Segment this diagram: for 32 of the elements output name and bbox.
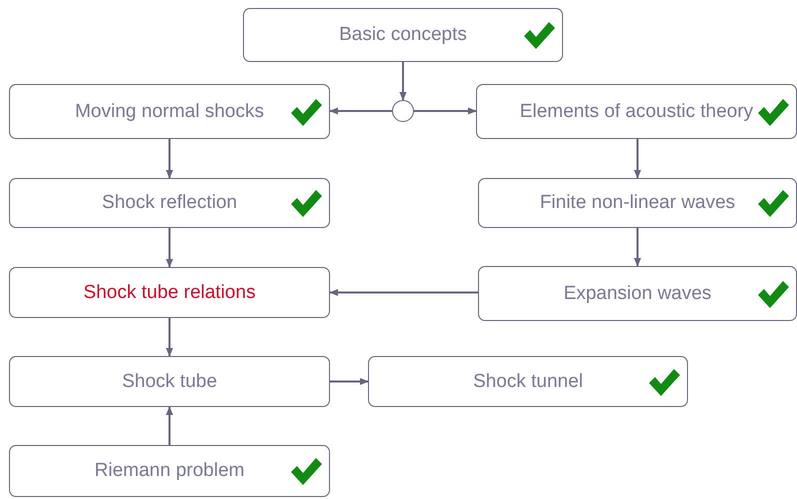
node-label: Finite non-linear waves — [540, 192, 736, 214]
node-label: Basic concepts — [339, 24, 467, 46]
process-box — [243, 8, 563, 62]
arrow — [329, 107, 392, 115]
process-box — [368, 356, 688, 407]
process-box — [9, 356, 330, 407]
node-label: Riemann problem — [94, 460, 244, 482]
process-box — [9, 445, 330, 497]
node-label: Shock tube — [122, 370, 218, 392]
arrow — [166, 318, 174, 357]
process-box — [9, 84, 330, 139]
process-box — [9, 178, 330, 228]
arrow — [634, 228, 642, 267]
junction-circle — [392, 100, 414, 122]
process-box — [478, 266, 797, 321]
arrow — [329, 288, 478, 296]
node-label: Elements of acoustic theory — [520, 100, 754, 122]
arrow — [166, 406, 174, 445]
arrow — [414, 107, 477, 115]
arrow — [166, 139, 174, 179]
arrow — [330, 378, 369, 386]
process-box — [476, 84, 797, 139]
node-label: Shock tube relations — [83, 282, 256, 304]
arrow — [399, 62, 407, 101]
node-label: Shock tunnel — [473, 370, 583, 392]
process-box — [9, 267, 330, 318]
node-label: Moving normal shocks — [74, 100, 264, 122]
arrow — [634, 139, 642, 179]
arrow — [166, 228, 174, 268]
process-box — [478, 178, 797, 228]
node-label: Expansion waves — [564, 282, 712, 304]
node-label: Shock reflection — [102, 192, 238, 214]
